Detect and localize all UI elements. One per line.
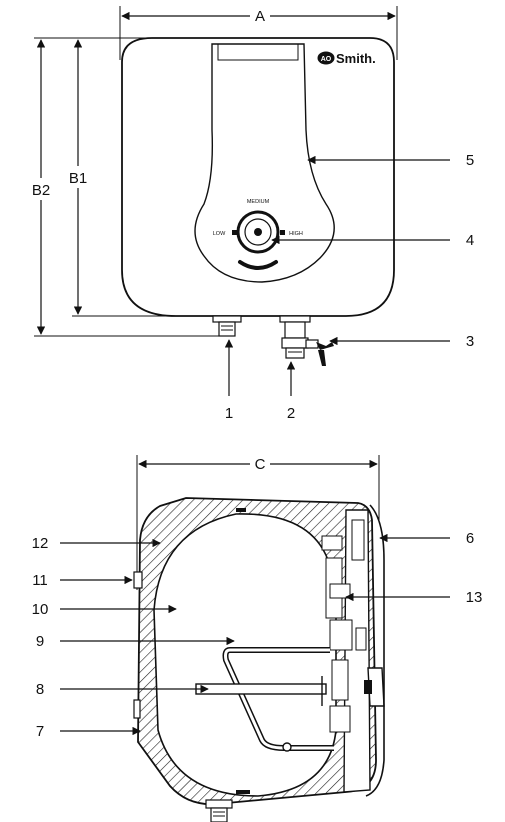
svg-text:2: 2 — [287, 405, 295, 422]
dimension-c: C — [136, 455, 380, 590]
brand-mark: AO — [321, 56, 332, 63]
callout-13: 13 — [345, 589, 483, 606]
dimension-a: A — [119, 6, 398, 60]
knob-indicator-arc — [238, 260, 278, 270]
callout-10: 10 — [32, 601, 177, 618]
svg-text:5: 5 — [466, 152, 474, 169]
callout-11: 11 — [32, 572, 133, 589]
front-panel — [194, 43, 335, 283]
callout-1: 1 — [224, 339, 234, 422]
svg-text:9: 9 — [36, 633, 44, 650]
svg-text:4: 4 — [466, 232, 474, 249]
tank-interior — [153, 513, 337, 797]
svg-text:10: 10 — [32, 601, 49, 618]
inlet-fitting — [212, 315, 242, 337]
dim-label-b1: B1 — [69, 170, 87, 187]
temperature-knob: MEDIUM LOW HIGH — [213, 199, 303, 270]
knob-label-low: LOW — [213, 231, 226, 237]
brand-logo: AO Smith. — [317, 51, 376, 66]
callout-5: 5 — [307, 152, 474, 169]
callout-6: 6 — [379, 530, 474, 547]
dim-label-b2: B2 — [32, 182, 50, 199]
dim-label-a: A — [255, 8, 265, 25]
svg-text:8: 8 — [36, 681, 44, 698]
callout-4: 4 — [271, 232, 474, 249]
callout-3: 3 — [329, 333, 474, 350]
heater-cross-section — [133, 497, 385, 822]
wall-bracket — [133, 571, 143, 589]
heater-front-body — [121, 37, 395, 317]
outlet-fitting — [279, 315, 334, 366]
svg-text:7: 7 — [36, 723, 44, 740]
callout-2: 2 — [286, 361, 296, 422]
power-icon — [254, 228, 262, 236]
svg-text:11: 11 — [32, 572, 48, 589]
callout-7: 7 — [36, 723, 141, 740]
knob-label-high: HIGH — [289, 231, 303, 237]
callout-12: 12 — [32, 535, 161, 552]
callout-8: 8 — [36, 681, 209, 698]
svg-text:3: 3 — [466, 333, 474, 350]
dim-label-c: C — [255, 456, 266, 473]
callout-9: 9 — [36, 633, 235, 650]
thermostat-tube — [195, 683, 327, 695]
svg-text:6: 6 — [466, 530, 474, 547]
svg-text:12: 12 — [32, 535, 49, 552]
svg-text:13: 13 — [466, 589, 483, 606]
knob-label-medium: MEDIUM — [247, 199, 270, 205]
brand-name: Smith. — [336, 51, 376, 66]
svg-text:1: 1 — [225, 405, 233, 422]
